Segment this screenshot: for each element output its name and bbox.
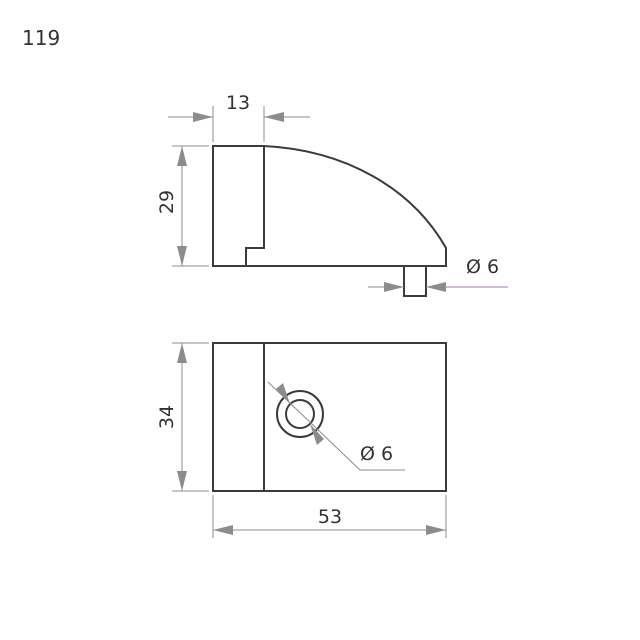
arrow-icon — [276, 383, 290, 404]
depth-dimension: 34 — [156, 342, 209, 492]
arrow-icon — [426, 282, 446, 292]
side-view: 13 29 Ø 6 — [156, 92, 508, 297]
top-view: Ø 6 34 53 — [156, 342, 447, 538]
hole-inner-circle — [285, 399, 315, 429]
height-dimension: 29 — [156, 145, 209, 267]
arrow-icon — [177, 146, 187, 166]
width-label: 13 — [226, 92, 250, 114]
arrow-icon — [213, 525, 233, 535]
width-dimension: 13 — [168, 92, 310, 142]
length-dimension: 53 — [212, 495, 447, 538]
arrow-icon — [426, 525, 446, 535]
height-label: 29 — [156, 190, 178, 214]
hole-diameter-label: Ø 6 — [360, 443, 393, 465]
pin-diameter-dimension: Ø 6 — [368, 256, 508, 292]
arrow-icon — [310, 424, 324, 445]
arrow-icon — [193, 112, 213, 122]
arrow-icon — [264, 112, 284, 122]
top-view-outline — [212, 342, 447, 492]
pin-diameter-label: Ø 6 — [466, 256, 499, 278]
arrow-icon — [177, 246, 187, 266]
hole-diameter-dimension: Ø 6 — [267, 381, 405, 471]
side-view-step-line — [245, 146, 265, 266]
side-view-pin — [403, 265, 427, 297]
side-view-outline — [212, 145, 447, 267]
hole-outer-circle — [276, 390, 324, 438]
length-label: 53 — [318, 506, 342, 528]
arrow-icon — [177, 343, 187, 363]
drawing-number: 119 — [22, 26, 60, 50]
arrow-icon — [384, 282, 404, 292]
arrow-icon — [177, 471, 187, 491]
depth-label: 34 — [156, 405, 178, 429]
